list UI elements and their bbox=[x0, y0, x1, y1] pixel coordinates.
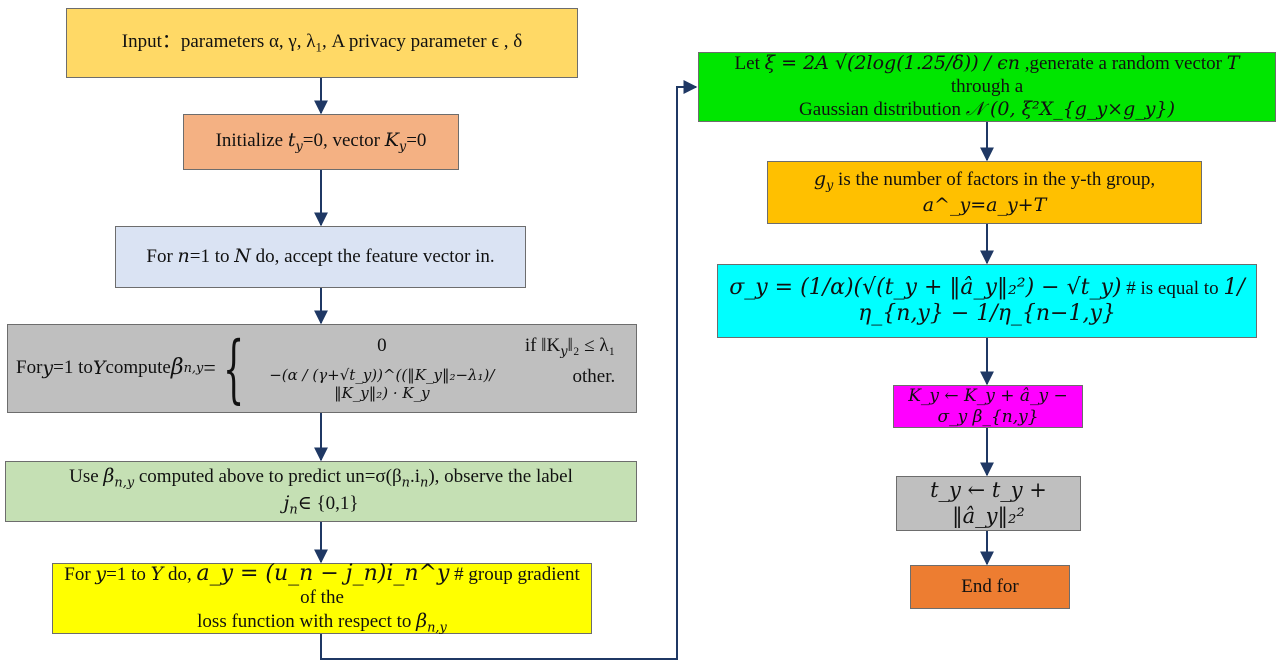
grad-do: do, bbox=[163, 563, 197, 585]
gy-line1: is the number of factors in the y-th gro… bbox=[833, 169, 1156, 191]
fory-mid: =1 to bbox=[53, 357, 93, 379]
use-j-sub: n bbox=[289, 502, 298, 518]
use-line1: computed above to predict un=σ(β bbox=[134, 466, 402, 488]
gy-line2: a^_y=a_y+T bbox=[922, 194, 1047, 217]
grad-y: y bbox=[95, 562, 107, 585]
grad-formula: a_y = (u_n − j_n)i_n^y bbox=[196, 560, 450, 586]
grad-beta: β bbox=[416, 610, 428, 633]
sigma-mid: # is equal to bbox=[1121, 277, 1224, 299]
grad-mid: =1 to bbox=[106, 563, 151, 585]
use-i-sub: n bbox=[420, 476, 429, 491]
end-for-label: End for bbox=[961, 575, 1019, 597]
use-line1-end: ), observe the label bbox=[428, 466, 573, 488]
group-gradient-box: For y=1 to Y do, a_y = (u_n − j_n)i_n^y … bbox=[52, 560, 592, 636]
case-row-1: 0 if ‖Ky‖₂ ≤ λ₁ bbox=[257, 335, 615, 360]
sigma-formula: σ_y = (1/α)(√(t_y + ‖â_y‖₂²) − √t_y) bbox=[729, 274, 1122, 300]
gaussian-dist: 𝒩 (0, ξ²X_{g_y×g_y}) bbox=[965, 98, 1175, 121]
init-mid: =0, vector bbox=[302, 129, 385, 151]
forn-N: N bbox=[234, 245, 251, 268]
grad-pre: For bbox=[64, 563, 96, 585]
fory-post: compute bbox=[105, 357, 171, 379]
case2-value: −(α / (γ+√t_y))^((‖K_y‖₂−λ₁)/‖K_y‖₂) · K… bbox=[269, 366, 495, 402]
beta-lhs-sub: n,y bbox=[183, 360, 204, 376]
input-parameters-box: Input：parameters α, γ, λ1, A privacy par… bbox=[66, 8, 578, 78]
use-beta2-sub: n bbox=[401, 476, 410, 491]
let-post: ,generate a random vector bbox=[1019, 52, 1227, 74]
gy-g: g bbox=[813, 168, 826, 191]
beta-lhs: β bbox=[170, 355, 184, 381]
forn-post: do, accept the feature vector in. bbox=[250, 246, 495, 268]
case1-condition: if ‖K bbox=[524, 334, 561, 356]
use-j: j bbox=[283, 491, 290, 514]
init-post: =0 bbox=[406, 129, 427, 151]
let-line2: Gaussian distribution bbox=[798, 99, 966, 121]
init-k: K bbox=[384, 128, 399, 151]
fory-pre: For bbox=[16, 357, 43, 379]
init-t-sub: y bbox=[295, 139, 303, 155]
use-dot-i: .i bbox=[409, 466, 420, 488]
predict-and-observe-box: Use βn,y computed above to predict un=σ(… bbox=[5, 461, 637, 522]
case1-cond-sub: y bbox=[560, 344, 568, 360]
grad-beta-sub: n,y bbox=[427, 620, 447, 636]
beta-equals: = bbox=[203, 355, 216, 381]
use-beta-sub: n,y bbox=[114, 476, 135, 491]
case-row-2: −(α / (γ+√t_y))^((‖K_y‖₂−λ₁)/‖K_y‖₂) · K… bbox=[257, 366, 615, 402]
input-text: Input：parameters α, γ, λ bbox=[121, 30, 316, 52]
lambda-subscript: 1 bbox=[315, 39, 322, 55]
let-T: T bbox=[1226, 51, 1240, 74]
k-update-box: K_y ← K_y + â_y − σ_y β_{n,y} bbox=[893, 385, 1083, 428]
init-k-sub: y bbox=[398, 139, 407, 155]
k-update-formula: K_y ← K_y + â_y − σ_y β_{n,y} bbox=[908, 386, 1068, 427]
let-xi-noise-box: Let ξ = 2A √(2log(1.25/δ)) / ϵn ,generat… bbox=[698, 52, 1276, 122]
beta-cases: 0 if ‖Ky‖₂ ≤ λ₁ −(α / (γ+√t_y))^((‖K_y‖₂… bbox=[257, 335, 615, 402]
init-t: t bbox=[287, 128, 296, 151]
sigma-update-box: σ_y = (1/α)(√(t_y + ‖â_y‖₂²) − √t_y) # i… bbox=[717, 264, 1257, 338]
case1-cond-rest: ‖₂ ≤ λ₁ bbox=[567, 334, 616, 356]
arrow-grad-to-let bbox=[320, 80, 698, 660]
grad-Y: Y bbox=[150, 562, 164, 585]
t-update-box: t_y ← t_y + ‖â_y‖₂² bbox=[896, 476, 1081, 531]
forn-pre: For bbox=[146, 246, 178, 268]
use-pre: Use bbox=[69, 466, 104, 488]
cases-brace: { bbox=[222, 325, 244, 412]
forn-n: n bbox=[177, 245, 190, 268]
gy-factors-box: gy is the number of factors in the y-th … bbox=[767, 161, 1202, 224]
forn-mid: =1 to bbox=[189, 246, 235, 268]
fory-y: y bbox=[42, 357, 54, 380]
end-for-box: End for bbox=[910, 565, 1070, 609]
case2-condition: other. bbox=[572, 366, 616, 387]
xi-formula: ξ = 2A √(2log(1.25/δ)) / ϵn bbox=[764, 51, 1020, 74]
let-post2: through a bbox=[950, 75, 1024, 97]
t-update-formula: t_y ← t_y + ‖â_y‖₂² bbox=[930, 478, 1047, 528]
grad-line2: loss function with respect to bbox=[197, 611, 417, 633]
use-label-set: ∈ {0,1} bbox=[297, 492, 359, 514]
input-text-rest: , A privacy parameter ϵ , δ bbox=[321, 30, 523, 52]
gy-g-sub: y bbox=[826, 178, 834, 194]
initialize-box: Initialize ty=0, vector Ky=0 bbox=[183, 114, 459, 170]
fory-Y: Y bbox=[92, 357, 106, 380]
use-beta: β bbox=[103, 465, 115, 488]
let-pre: Let bbox=[734, 52, 765, 74]
for-n-loop-box: For n=1 to N do, accept the feature vect… bbox=[115, 226, 526, 288]
init-pre: Initialize bbox=[215, 129, 288, 151]
case1-value: 0 bbox=[377, 334, 387, 356]
grad-post: # group gradient of the bbox=[300, 563, 580, 609]
eta-difference: 1/η_{n,y} − 1/η_{n−1,y} bbox=[858, 274, 1245, 326]
